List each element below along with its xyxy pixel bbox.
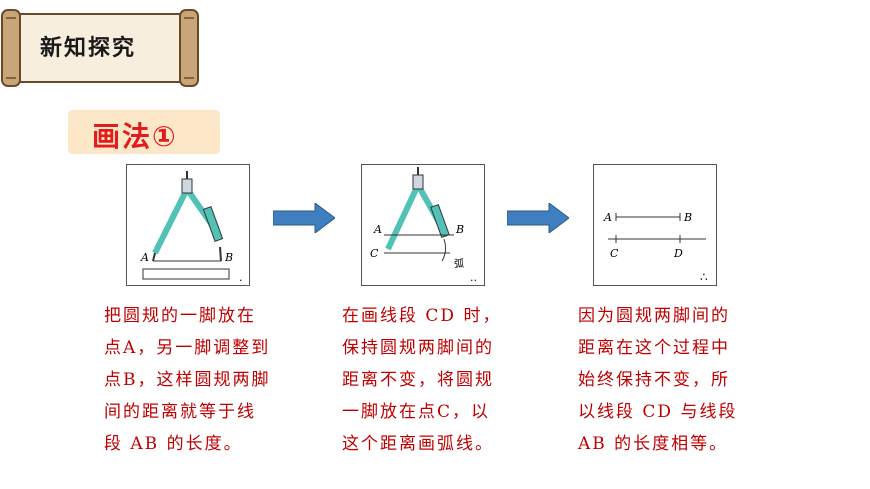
figure-compass-draw: A B C 弧 .. [361,164,485,286]
step1-line: 把圆规的一脚放在 [104,306,256,326]
fig1-point-a: A [140,251,149,264]
step1-line: 点A，另一脚调整到 [104,338,271,358]
fig3-point-b: B [683,211,692,224]
fig3-point-d: D [673,247,683,260]
step2-line: 一脚放在点C，以 [342,402,491,422]
step2-line: 这个距离画弧线。 [342,434,494,454]
step2-text: 在画线段 CD 时， 保持圆规两脚间的 距离不变，将圆规 一脚放在点C，以 这个… [342,300,501,460]
method-label-box [68,110,220,154]
fig3-point-a: A [603,211,612,224]
step3-text: 因为圆规两脚间的 距离在这个过程中 始终保持不变，所 以线段 CD 与线段 AB… [578,300,737,460]
fig2-arc-label: 弧 [454,257,464,270]
step2-line: 距离不变，将圆规 [342,370,494,390]
step1-text: 把圆规的一脚放在 点A，另一脚调整到 点B，这样圆规两脚 间的距离就等于线 段 … [104,300,271,460]
step1-line: 段 AB 的长度。 [104,434,243,454]
step1-line: 间的距离就等于线 [104,402,256,422]
arrow-right-icon [273,203,335,233]
figure-compass-set: A B . [126,164,250,286]
step2-line: 保持圆规两脚间的 [342,338,494,358]
segments-diagram: A B C D ∴ [603,211,708,284]
figure-segments: A B C D ∴ [593,164,717,286]
fig3-point-c: C [610,247,619,260]
method-label: 画法① [92,120,178,153]
fig2-point-c: C [370,247,379,260]
fig1-point-b: B [224,251,233,264]
step3-line: 因为圆规两脚间的 [578,306,730,326]
fig1-end-dot: . [239,271,243,284]
step2-line: 在画线段 CD 时， [342,306,502,326]
fig2-point-b: B [455,223,464,236]
fig3-therefore: ∴ [700,270,708,284]
scroll-banner [1,9,199,87]
step3-line: 以线段 CD 与线段 [578,402,738,422]
step1-line: 点B，这样圆规两脚 [104,370,271,390]
fig2-end-dots: .. [470,271,477,284]
step3-line: 距离在这个过程中 [578,338,730,358]
compass-diagram-2: A B C 弧 .. [370,167,477,284]
compass-diagram-1: A B . [140,171,243,284]
arrow-right-icon [507,203,569,233]
banner-title: 新知探究 [40,36,137,61]
fig2-point-a: A [373,223,382,236]
step3-line: 始终保持不变，所 [578,370,730,390]
step3-line: AB 的长度相等。 [578,434,729,454]
